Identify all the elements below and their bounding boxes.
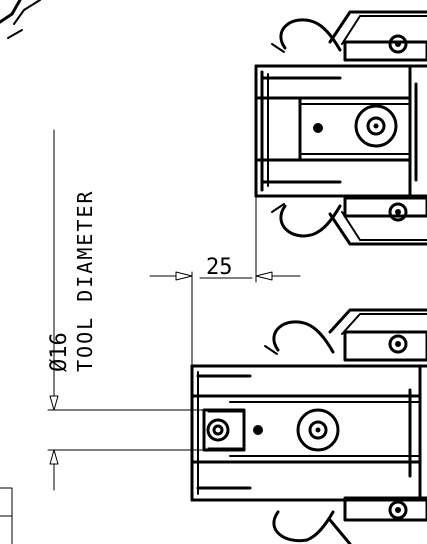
corner-fragment: [0, 0, 41, 39]
dimension-25: 25: [149, 195, 301, 367]
upper-top-bolt: [388, 34, 408, 54]
tool-socket: [206, 418, 230, 442]
title-block-fragment: [0, 487, 13, 544]
upper-bottom-hook: [279, 204, 342, 238]
tool-pocket: [202, 408, 246, 452]
dimension-25-label: 25: [206, 255, 233, 280]
lower-gripper: [190, 308, 427, 544]
lower-bottom-hook: [272, 510, 335, 543]
lower-top-hook: [272, 320, 335, 354]
upper-top-hook: [279, 18, 342, 52]
lower-pin: [253, 425, 263, 435]
diameter-label: Ø16: [47, 332, 72, 372]
upper-plunger-outer: [354, 104, 398, 148]
tool-diameter-caption: TOOL DIAMETER: [73, 189, 97, 372]
upper-pin: [313, 123, 323, 133]
upper-top-jaw: [328, 10, 427, 44]
lower-bottom-bolt: [388, 500, 408, 520]
lower-plunger-outer: [296, 408, 340, 452]
upper-bottom-bolt: [388, 202, 408, 222]
lower-top-bolt: [388, 334, 408, 354]
upper-gripper: [254, 10, 427, 246]
dimension-diameter: Ø16 TOOL DIAMETER: [47, 129, 205, 491]
